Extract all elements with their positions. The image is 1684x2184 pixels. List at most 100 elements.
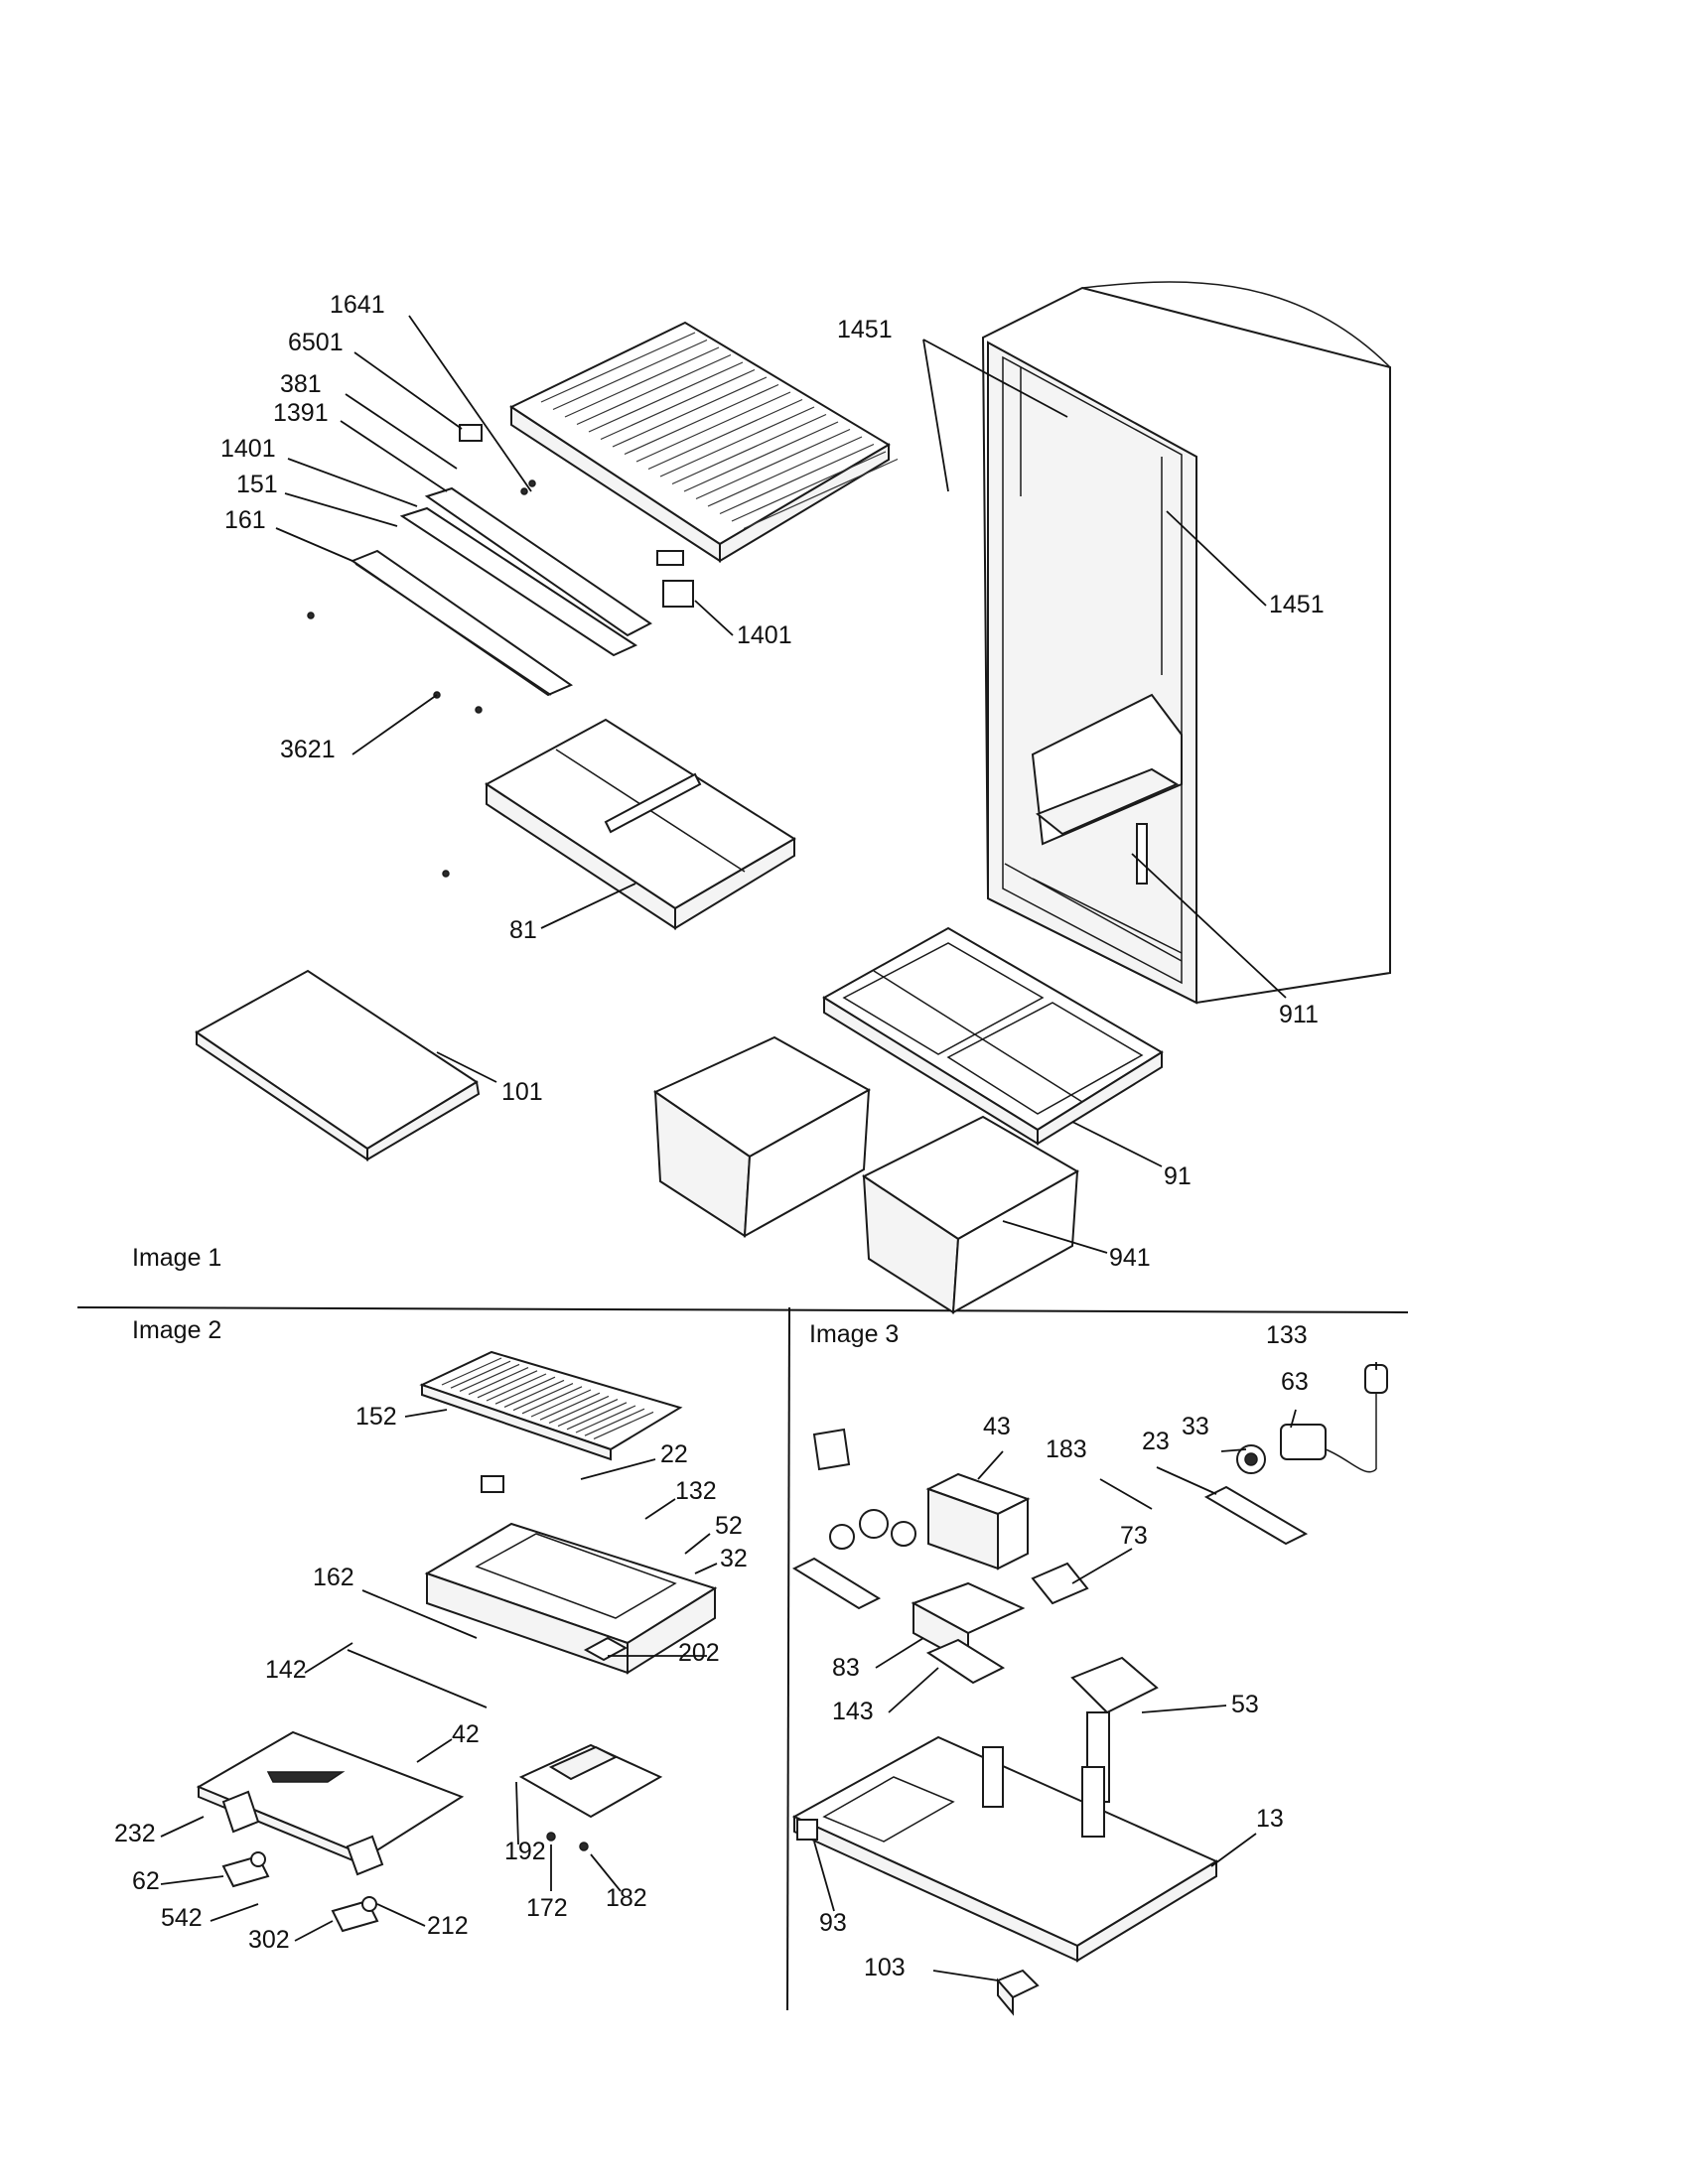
- grille-slat: [575, 1405, 636, 1433]
- bracket-block-1401: [662, 580, 694, 608]
- grille-slat: [600, 368, 756, 441]
- grille-slat: [683, 421, 839, 492]
- image3-bracket-left: [791, 1557, 882, 1610]
- grille-slat: [707, 436, 863, 507]
- grille-slat: [743, 458, 899, 530]
- grille-slat: [450, 1360, 511, 1389]
- callout-202: 202: [678, 1639, 720, 1667]
- small-block-6501: [459, 424, 483, 442]
- image1-leader-lines: [275, 315, 1287, 1254]
- grille-slat: [557, 1399, 619, 1428]
- callout-183: 183: [1046, 1435, 1087, 1463]
- callout-62: 62: [132, 1867, 160, 1895]
- image3-defrost-timer-133: [1364, 1364, 1388, 1469]
- callout-1641: 1641: [330, 291, 385, 319]
- callout-172: 172: [526, 1894, 568, 1922]
- grille-slat: [540, 332, 696, 403]
- image2-freezer-shelf-152: [419, 1350, 683, 1461]
- callout-42: 42: [452, 1720, 480, 1748]
- callout-152: 152: [355, 1403, 397, 1431]
- image2-evap-cover-42: [196, 1730, 465, 1876]
- cabinet-liner: [981, 281, 1391, 1005]
- grille-slat: [659, 406, 815, 478]
- callout-1451-right: 1451: [1269, 591, 1325, 618]
- callout-192: 192: [504, 1838, 546, 1865]
- grille-slat: [552, 339, 708, 411]
- image2-air-handler: [424, 1475, 718, 1675]
- grille-slat: [588, 361, 744, 433]
- callout-81: 81: [509, 916, 537, 944]
- callout-161: 161: [224, 506, 266, 534]
- image3-block-73: [1031, 1562, 1089, 1605]
- image3-leader-lines: [813, 1362, 1377, 1981]
- grille-slat: [539, 1392, 601, 1421]
- vertical-divider: [786, 1306, 790, 2011]
- callout-232: 232: [114, 1820, 156, 1847]
- callout-1401-left: 1401: [220, 435, 276, 463]
- grille-slat: [719, 443, 875, 515]
- callout-13: 13: [1256, 1805, 1284, 1833]
- grille-slat: [494, 1376, 556, 1405]
- callout-101: 101: [501, 1078, 543, 1106]
- grille-slat: [671, 413, 827, 485]
- grille-slat: [530, 1389, 592, 1418]
- grille-slat: [647, 398, 803, 471]
- image3-spring-143: [925, 1638, 1006, 1685]
- caption-image-2: Image 2: [132, 1316, 221, 1344]
- callout-302: 302: [248, 1926, 290, 1954]
- grille-slat: [731, 451, 887, 522]
- grille-slat: [564, 346, 720, 418]
- grille-slat: [635, 391, 791, 463]
- callout-142: 142: [265, 1656, 307, 1684]
- image2-hinges: [221, 1851, 379, 1933]
- image2-control-board: [518, 1743, 663, 1851]
- screw-dots: [307, 479, 536, 878]
- caption-image-1: Image 1: [132, 1244, 221, 1272]
- callout-1401-right: 1401: [737, 621, 792, 649]
- callout-33: 33: [1182, 1413, 1209, 1440]
- callout-3621: 3621: [280, 736, 336, 763]
- glass-shelf-101: [195, 969, 481, 1161]
- caption-image-3: Image 3: [809, 1320, 899, 1348]
- callout-162: 162: [313, 1564, 354, 1591]
- image3-fan-grommet-33: [1236, 1444, 1266, 1474]
- grille-slat: [566, 1402, 628, 1431]
- image3-base-13: [791, 1735, 1219, 1963]
- callout-941: 941: [1109, 1244, 1151, 1272]
- callout-212: 212: [427, 1912, 469, 1940]
- callout-6501: 6501: [288, 329, 344, 356]
- crisper-drawer-left: [652, 1035, 872, 1238]
- grille-slat: [503, 1379, 565, 1408]
- callout-22: 22: [660, 1440, 688, 1468]
- callout-83: 83: [832, 1654, 860, 1682]
- callout-53: 53: [1231, 1691, 1259, 1718]
- light-assembly-bars: [350, 424, 694, 697]
- grille-slat: [468, 1367, 529, 1396]
- image3-thermostat-63: [1280, 1424, 1377, 1473]
- freezer-shelf-grille: [508, 321, 899, 563]
- callout-151: 151: [236, 471, 278, 498]
- callout-91: 91: [1164, 1162, 1192, 1190]
- grille-slat: [486, 1373, 547, 1402]
- image3-clip-93: [796, 1819, 818, 1841]
- grille-slat: [512, 1383, 574, 1412]
- grille-slat: [593, 1411, 654, 1439]
- callout-132: 132: [675, 1477, 717, 1505]
- callout-93: 93: [819, 1909, 847, 1937]
- image3-foot-103: [996, 1969, 1040, 2016]
- grille-slat: [576, 353, 732, 426]
- grille-slat: [441, 1357, 502, 1386]
- crisper-cover-91: [822, 926, 1164, 1146]
- callout-143: 143: [832, 1698, 874, 1725]
- grille-slat: [584, 1408, 645, 1436]
- grille-slat: [477, 1370, 538, 1399]
- grille-slat: [459, 1363, 520, 1392]
- callout-103: 103: [864, 1954, 906, 1981]
- callout-1451-top: 1451: [837, 316, 893, 343]
- callout-911: 911: [1279, 1001, 1319, 1028]
- callout-1391: 1391: [273, 399, 329, 427]
- callout-52: 52: [715, 1512, 743, 1540]
- image2-leader-lines: [160, 1409, 718, 1942]
- crisper-shelf-81: [485, 718, 796, 930]
